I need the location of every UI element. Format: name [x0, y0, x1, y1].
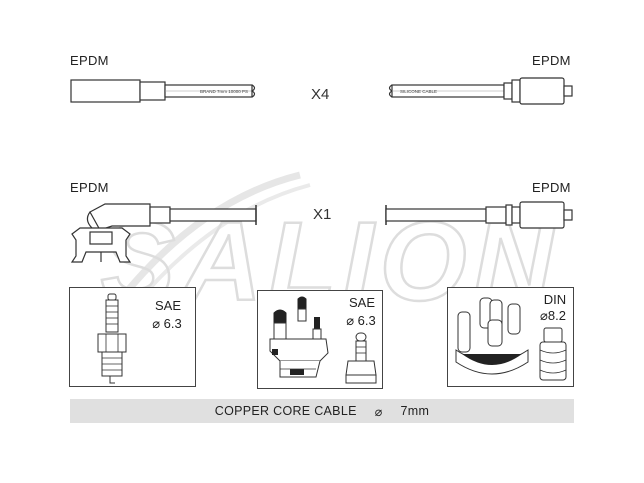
terminal-1-standard: SAE — [154, 298, 181, 313]
cable-spec-bar: COPPER CORE CABLE ⌀ 7mm — [70, 399, 574, 423]
row2-multiplier: X1 — [313, 206, 332, 223]
row2-left-material: EPDM — [70, 180, 109, 195]
terminal-box-distributor-cap: SAE ⌀ 6.3 — [257, 290, 383, 389]
spark-plug-icon — [97, 293, 127, 384]
terminal-box-din: DIN ⌀8.2 — [447, 287, 574, 387]
row2-right-boot — [385, 201, 573, 229]
row2-right-material: EPDM — [532, 180, 571, 195]
terminal-3-size: ⌀8.2 — [540, 308, 566, 323]
row1-right-material: EPDM — [532, 53, 571, 68]
cable-diameter: 7mm — [400, 404, 430, 418]
din-terminal-icon — [539, 327, 567, 381]
terminal-3-standard: DIN — [543, 292, 567, 307]
row1-right-boot: SILICONE CABLE — [388, 77, 573, 105]
terminal-box-spark-plug: SAE ⌀ 6.3 — [69, 287, 196, 387]
distributor-cap-icon — [269, 296, 329, 378]
row1-multiplier: X4 — [311, 86, 330, 103]
row2-left-angled-boot — [70, 203, 257, 263]
row1-cable-print-left: BRAND 7mm 10000 PS — [200, 89, 248, 94]
terminal-1-size: ⌀ 6.3 — [152, 316, 182, 331]
terminal-2-size: ⌀ 6.3 — [346, 313, 376, 328]
diameter-symbol: ⌀ — [374, 404, 383, 419]
cable-label: COPPER CORE CABLE — [214, 404, 357, 418]
row1-cable-print-right: SILICONE CABLE — [400, 89, 437, 94]
distributor-terminal-icon — [345, 332, 377, 384]
din-cap-icon — [455, 297, 529, 375]
row1-left-material: EPDM — [70, 53, 109, 68]
row1-left-boot: BRAND 7mm 10000 PS — [70, 79, 256, 103]
terminal-2-standard: SAE — [348, 295, 375, 310]
